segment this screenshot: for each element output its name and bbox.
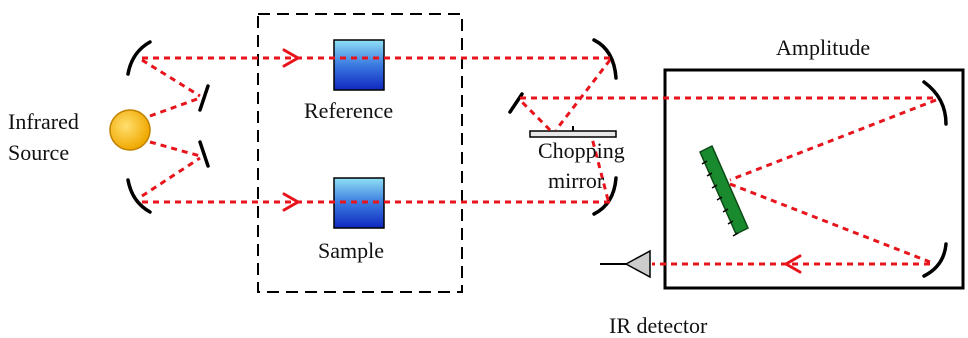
arrow-sample xyxy=(282,192,302,212)
combining-mirror-bottom xyxy=(592,176,618,216)
ir-detector-label: IR detector xyxy=(609,313,708,338)
source-mirror-top xyxy=(126,40,152,76)
infrared-source-label-line1: Infrared xyxy=(8,109,79,134)
beam-paths xyxy=(141,56,937,266)
ir-detector-icon xyxy=(600,249,651,279)
infrared-source-icon xyxy=(109,109,151,151)
infrared-source-label-line2: Source xyxy=(8,140,70,165)
combining-mirror-top xyxy=(592,38,618,80)
arrow-reference xyxy=(282,48,302,68)
collimating-mirror xyxy=(922,80,948,126)
amplitude-label: Amplitude xyxy=(776,35,871,60)
sample-compartment-box xyxy=(257,13,463,293)
chopping-mirror-plate xyxy=(529,130,617,138)
focusing-mirror xyxy=(922,242,948,278)
chopping-mirror-label-line1: Chopping xyxy=(538,138,625,163)
source-mirror-bottom xyxy=(126,178,152,214)
chopping-mirror-label-line2: mirror xyxy=(548,168,605,193)
sample-label: Sample xyxy=(318,238,384,263)
source-flat-mirror-bottom xyxy=(198,140,210,168)
source-flat-mirror-top xyxy=(198,84,210,112)
reference-cell-icon xyxy=(333,39,385,91)
diffraction-grating xyxy=(699,144,749,237)
monochromator-box xyxy=(663,68,965,290)
reference-label: Reference xyxy=(304,98,394,123)
arrow-to-detector xyxy=(782,254,802,274)
